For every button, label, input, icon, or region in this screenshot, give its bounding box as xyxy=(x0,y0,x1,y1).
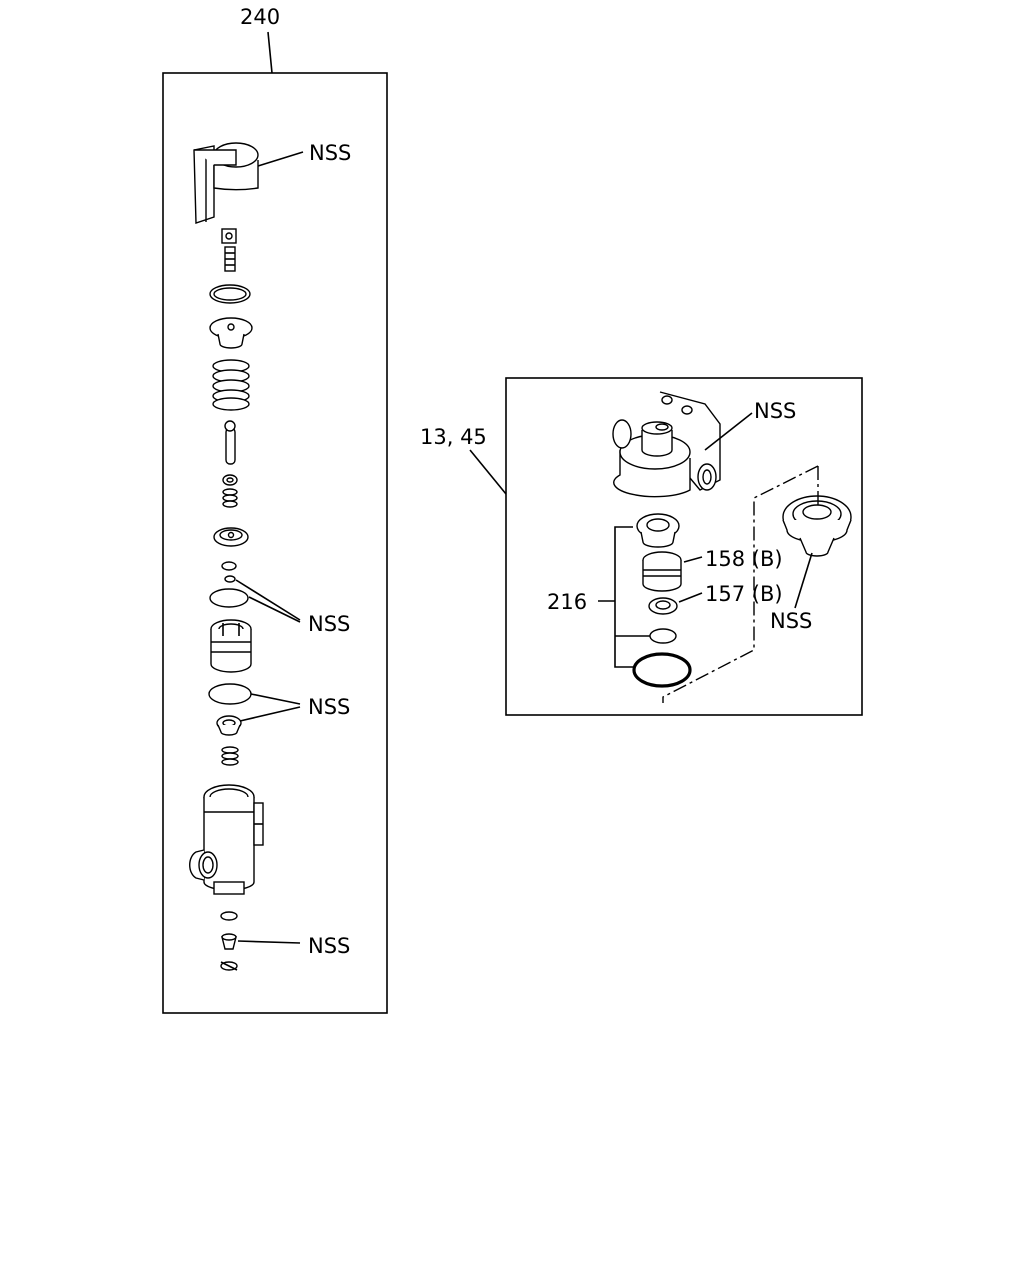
leader-nss-valve-body xyxy=(704,412,753,451)
assembly-13-45-frame xyxy=(505,377,863,716)
leader-13-45 xyxy=(469,449,507,495)
snap-ring-part[interactable] xyxy=(209,284,251,304)
leader-nss-valve-seat xyxy=(239,706,301,722)
plunger-pin-part[interactable] xyxy=(224,420,236,465)
leader-nss-small-o-ring xyxy=(235,579,301,621)
lower-o-ring-part[interactable] xyxy=(208,683,252,705)
label-216[interactable]: 216 xyxy=(547,590,587,614)
label-240[interactable]: 240 xyxy=(240,5,280,29)
bracket-216 xyxy=(614,526,650,668)
assembly-240: 240 NSS xyxy=(162,5,388,1014)
small-spring-part[interactable] xyxy=(222,488,238,508)
top-cap-part[interactable] xyxy=(193,142,259,224)
leader-nss-diaphragm xyxy=(794,552,813,609)
lower-spring-part[interactable] xyxy=(221,746,239,766)
kit-valve-157b-part[interactable] xyxy=(648,597,678,615)
diaphragm-part[interactable] xyxy=(782,495,852,557)
small-o-ring-part[interactable] xyxy=(224,575,236,583)
leader-157b xyxy=(678,592,703,603)
label-nss-diaphragm[interactable]: NSS xyxy=(770,609,812,633)
label-nss-top-cap[interactable]: NSS xyxy=(309,141,351,165)
spring-seat-part[interactable] xyxy=(209,317,253,349)
bottom-plug-part[interactable] xyxy=(221,933,237,950)
bottom-clip-part[interactable] xyxy=(220,961,238,971)
leader-nss-o-ring xyxy=(248,596,301,623)
adjusting-screw-part[interactable] xyxy=(224,246,236,272)
kit-seat-part[interactable] xyxy=(636,513,680,548)
kit-small-o-ring-part[interactable] xyxy=(649,628,677,644)
label-nss-orings-mid[interactable]: NSS xyxy=(308,612,350,636)
label-nss-valve-body[interactable]: NSS xyxy=(754,399,796,423)
phantom-line xyxy=(662,465,819,703)
piston-part[interactable] xyxy=(210,619,252,673)
nut-part[interactable] xyxy=(221,228,237,244)
label-158b[interactable]: 158 (B) xyxy=(705,547,783,571)
label-157b[interactable]: 157 (B) xyxy=(705,582,783,606)
small-washer-part[interactable] xyxy=(222,474,238,486)
leader-nss-lower-o-ring xyxy=(250,693,301,705)
retainer-disc-part[interactable] xyxy=(213,527,249,547)
valve-seat-part[interactable] xyxy=(216,715,242,736)
kit-piston-158b-part[interactable] xyxy=(642,551,682,592)
valve-body-part[interactable] xyxy=(612,391,721,498)
leader-nss-bottom-plug xyxy=(237,940,301,944)
leader-158b xyxy=(683,556,703,563)
label-nss-orings-lower[interactable]: NSS xyxy=(308,695,350,719)
label-nss-bottom-plug[interactable]: NSS xyxy=(308,934,350,958)
assembly-240-frame xyxy=(162,72,388,1014)
o-ring-part[interactable] xyxy=(209,588,249,608)
main-spring-part[interactable] xyxy=(212,359,250,411)
assembly-13-45: 13, 45 NSS NSS xyxy=(420,377,863,716)
ball-part[interactable] xyxy=(221,561,237,571)
kit-large-o-ring-part[interactable] xyxy=(632,652,692,688)
leader-240 xyxy=(267,31,273,74)
bottom-washer-part[interactable] xyxy=(220,911,238,921)
leader-nss-top-cap xyxy=(257,151,304,167)
label-13-45[interactable]: 13, 45 xyxy=(420,425,487,449)
cylinder-body-part[interactable] xyxy=(189,784,264,895)
